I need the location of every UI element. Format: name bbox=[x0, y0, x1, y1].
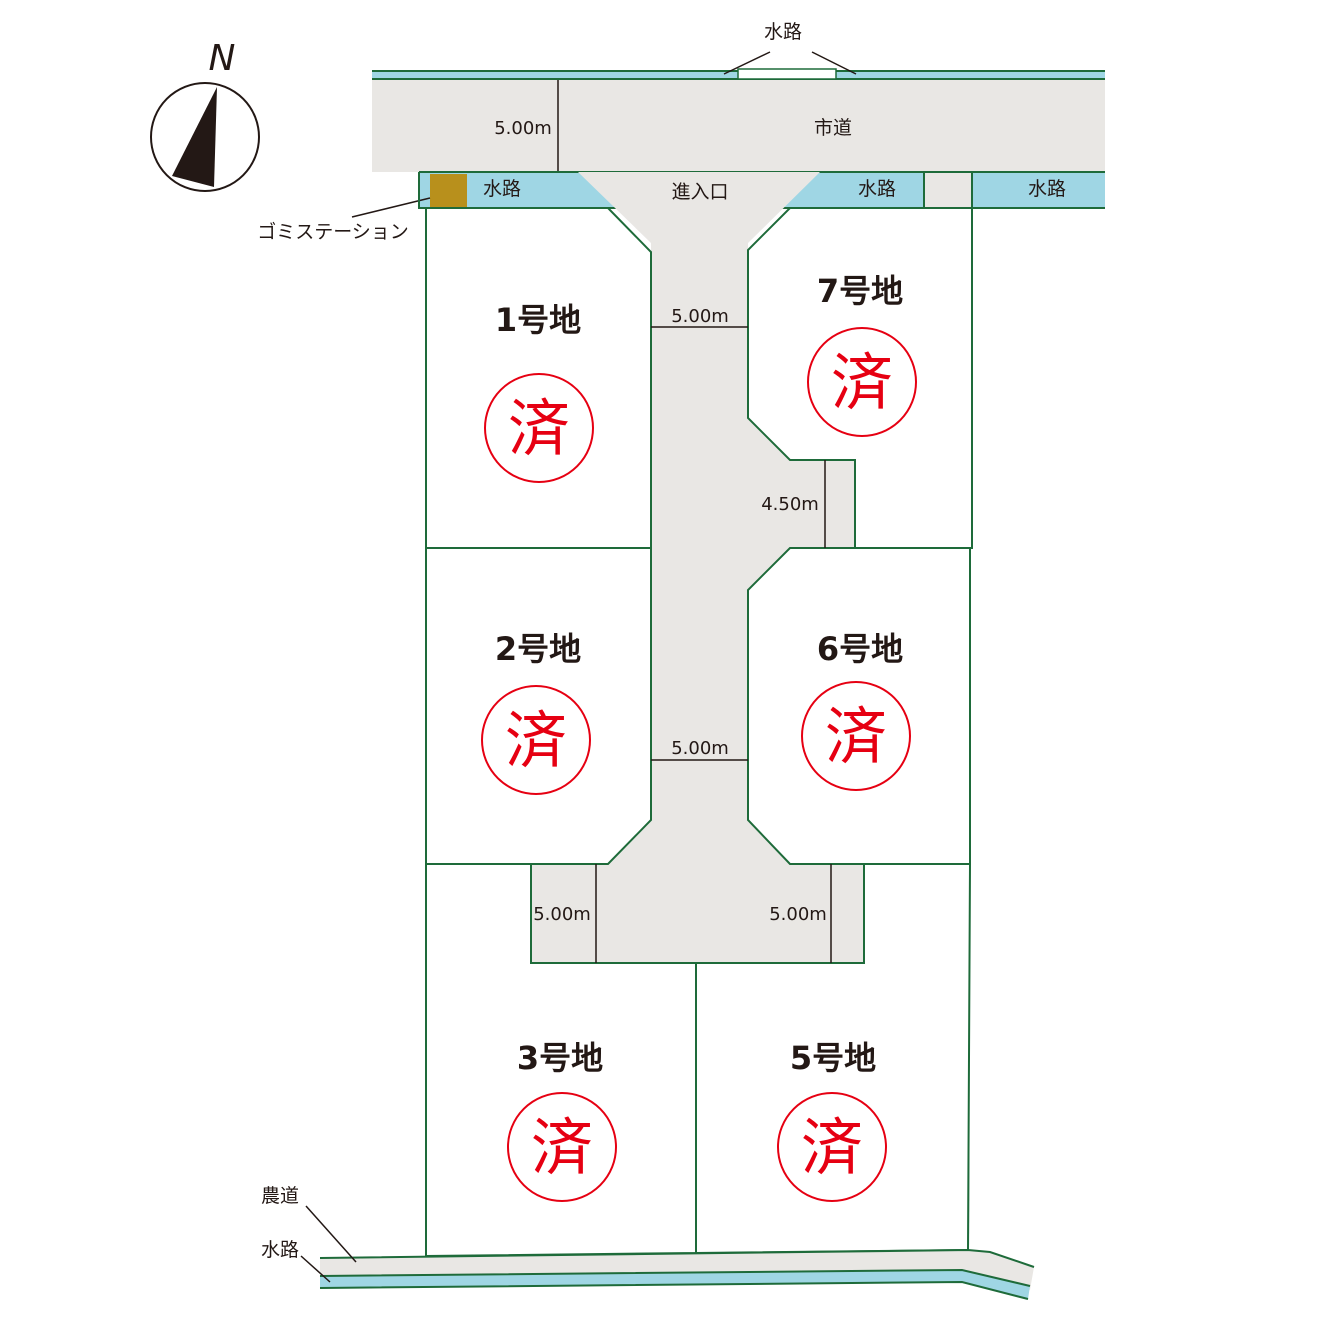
water-mid-label: 水路 bbox=[858, 178, 896, 200]
lot-6-label: 6号地 bbox=[817, 630, 903, 668]
lot-1-sold-stamp: 済 bbox=[484, 373, 594, 483]
water-bottom-label: 水路 bbox=[261, 1239, 299, 1261]
lot-7-status: 済 bbox=[831, 346, 893, 419]
access-road bbox=[531, 172, 864, 963]
lot-6-status: 済 bbox=[825, 700, 887, 773]
garbage-station-label: ゴミステーション bbox=[257, 221, 409, 243]
turn-strip-right bbox=[831, 864, 864, 963]
city-road-label: 市道 bbox=[814, 117, 852, 139]
north-compass-icon bbox=[150, 82, 260, 192]
lot-2-sold-stamp: 済 bbox=[481, 685, 591, 795]
water-left-label: 水路 bbox=[483, 178, 521, 200]
turn-right-width: 5.00m bbox=[769, 904, 827, 925]
lot-5-sold-stamp: 済 bbox=[777, 1092, 887, 1202]
notch-strip bbox=[825, 460, 855, 548]
lot-6-sold-stamp: 済 bbox=[801, 681, 911, 791]
lot-2-status: 済 bbox=[505, 704, 567, 777]
lot-3-status: 済 bbox=[531, 1111, 593, 1184]
culvert bbox=[737, 68, 837, 80]
lot-2-label: 2号地 bbox=[495, 630, 581, 668]
lot-5-label: 5号地 bbox=[790, 1039, 876, 1077]
turn-left-width: 5.00m bbox=[533, 904, 591, 925]
access-upper-width: 5.00m bbox=[671, 306, 729, 327]
lot-1-label: 1号地 bbox=[495, 301, 581, 339]
lot-1-status: 済 bbox=[508, 392, 570, 465]
access-mid-width: 5.00m bbox=[671, 738, 729, 759]
lot-5-status: 済 bbox=[801, 1111, 863, 1184]
lot-7-sold-stamp: 済 bbox=[807, 327, 917, 437]
lot-7-label: 7号地 bbox=[817, 272, 903, 310]
access-notch-width: 4.50m bbox=[761, 494, 819, 515]
entrance-label: 進入口 bbox=[671, 181, 728, 203]
garbage-station-area bbox=[430, 174, 467, 208]
water-top-label: 水路 bbox=[764, 21, 802, 43]
lot-3-label: 3号地 bbox=[517, 1039, 603, 1077]
lot-3-sold-stamp: 済 bbox=[507, 1092, 617, 1202]
city-road bbox=[372, 80, 1105, 172]
city-road-width-label: 5.00m bbox=[494, 118, 552, 139]
water-right-label: 水路 bbox=[1028, 178, 1066, 200]
farm-road bbox=[320, 1250, 1034, 1290]
north-label: N bbox=[209, 38, 236, 79]
farm-road-label: 農道 bbox=[261, 1185, 299, 1207]
strip-gap bbox=[924, 172, 972, 208]
